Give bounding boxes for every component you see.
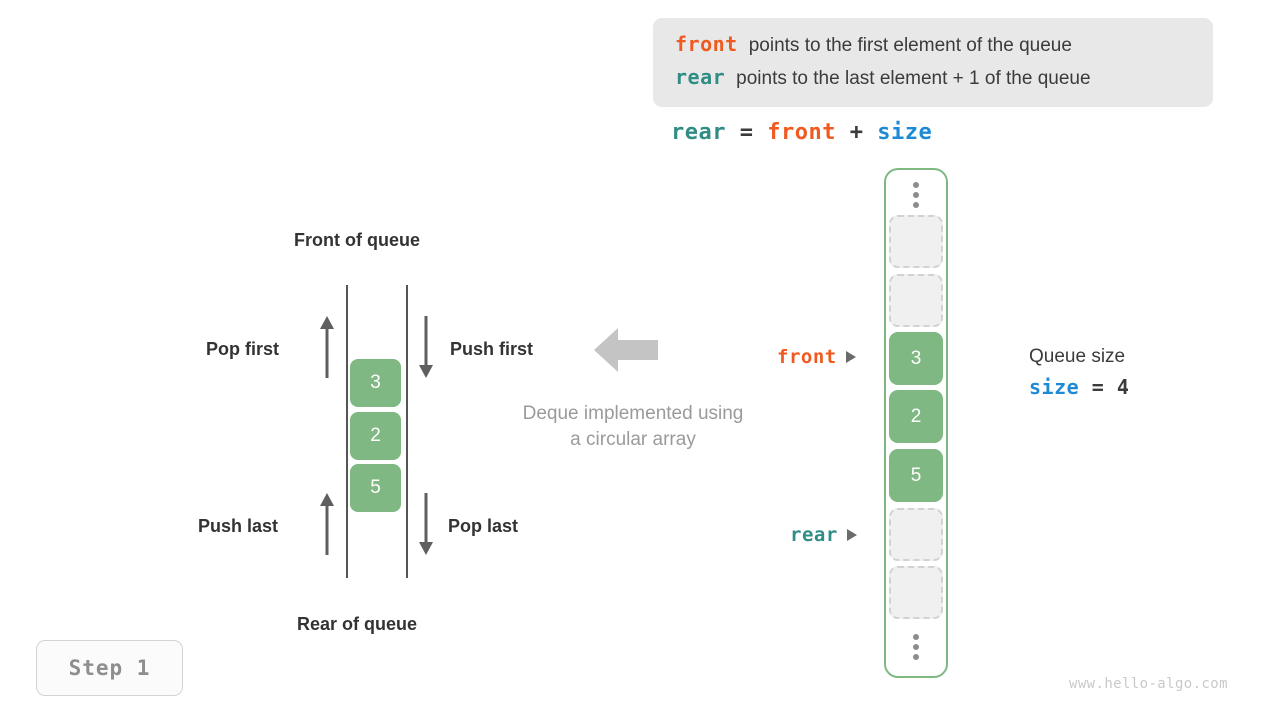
- step-badge: Step 1: [36, 640, 183, 696]
- pointer-rear-label: rear: [790, 524, 838, 546]
- array-cell: [889, 508, 943, 561]
- pointer-front-label: front: [777, 346, 837, 368]
- array-cell: [889, 274, 943, 327]
- diagram-caption-line1: Deque implemented using: [522, 403, 744, 424]
- deque-cell: 5: [350, 464, 401, 512]
- dot: [913, 192, 919, 198]
- info-text-rear: points to the last element + 1 of the qu…: [736, 68, 1091, 89]
- info-keyword-rear: rear: [675, 65, 726, 89]
- watermark: www.hello-algo.com: [1069, 676, 1228, 692]
- deque-cell: 3: [350, 359, 401, 407]
- dot: [913, 654, 919, 660]
- arrow-right-icon: [845, 351, 856, 363]
- arrow-up-push-last-icon: [320, 493, 334, 555]
- array-cell: 2: [889, 390, 943, 443]
- info-keyword-front: front: [675, 32, 738, 56]
- dot: [913, 182, 919, 188]
- equation-term-size: size: [877, 120, 933, 145]
- ellipsis-top-icon: [910, 182, 922, 208]
- array-cell: 3: [889, 332, 943, 385]
- info-line-front: front points to the first element of the…: [675, 32, 1191, 65]
- arrow-up-pop-first-icon: [320, 316, 334, 378]
- queue-size-title: Queue size: [1029, 346, 1126, 367]
- dot: [913, 202, 919, 208]
- deque-cell: 2: [350, 412, 401, 460]
- arrow-left-equivalence-icon: [594, 328, 658, 372]
- array-cell: 5: [889, 449, 943, 502]
- arrow-down-push-first-icon: [419, 316, 433, 378]
- label-front-of-queue: Front of queue: [294, 230, 420, 250]
- deque-rail-left: [346, 285, 348, 578]
- diagram-caption-line2: a circular array: [570, 429, 696, 450]
- dot: [913, 634, 919, 640]
- circular-array-container: [884, 168, 948, 678]
- queue-size-block: Queue size size = 4: [1029, 344, 1129, 402]
- dot: [913, 644, 919, 650]
- array-cell: [889, 215, 943, 268]
- ellipsis-bottom-icon: [910, 634, 922, 660]
- info-line-rear: rear points to the last element + 1 of t…: [675, 65, 1191, 98]
- label-pop-last: Pop last: [448, 516, 519, 536]
- label-pop-first: Pop first: [206, 339, 280, 359]
- equation-equals: =: [739, 120, 754, 145]
- queue-size-equals: =: [1091, 375, 1105, 399]
- queue-size-equation: size = 4: [1029, 372, 1129, 402]
- info-box: front points to the first element of the…: [653, 18, 1213, 107]
- array-cell: [889, 566, 943, 619]
- equation-term-front: front: [767, 120, 836, 145]
- label-push-last: Push last: [198, 516, 279, 536]
- label-rear-of-queue: Rear of queue: [297, 614, 418, 634]
- label-push-first: Push first: [450, 339, 534, 359]
- equation-rear-front-size: rear = front + size: [671, 120, 932, 145]
- info-text-front: points to the first element of the queue: [748, 35, 1072, 56]
- queue-size-value: 4: [1116, 375, 1130, 399]
- diagram-caption: Deque implemented using a circular array: [493, 401, 773, 453]
- arrow-down-pop-last-icon: [419, 493, 433, 555]
- deque-rail-right: [406, 285, 408, 578]
- queue-size-var: size: [1029, 375, 1080, 399]
- equation-plus: +: [849, 120, 864, 145]
- arrow-right-icon: [846, 529, 857, 541]
- equation-term-rear: rear: [671, 120, 726, 145]
- pointer-front: front: [777, 346, 856, 368]
- pointer-rear: rear: [790, 524, 857, 546]
